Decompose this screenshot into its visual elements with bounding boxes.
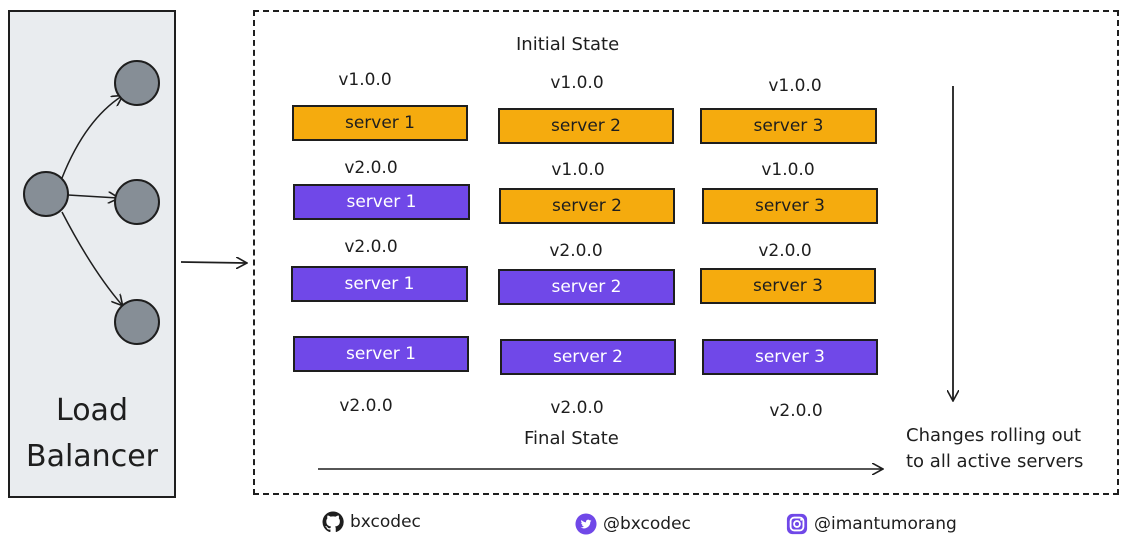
version-label: v1.0.0 bbox=[550, 73, 604, 93]
version-label: v2.0.0 bbox=[344, 158, 398, 178]
server-box: server 3 bbox=[700, 268, 876, 304]
version-label: v2.0.0 bbox=[550, 398, 604, 418]
version-label: v2.0.0 bbox=[549, 241, 603, 261]
twitter-icon bbox=[575, 513, 597, 535]
edge-to-top-node bbox=[61, 96, 122, 179]
rollout-note: Changes rolling out to all active server… bbox=[906, 425, 1084, 472]
target-node-top bbox=[114, 60, 160, 106]
github-handle[interactable]: bxcodec bbox=[322, 511, 421, 533]
version-label: v1.0.0 bbox=[761, 160, 815, 180]
rollout-frame bbox=[253, 10, 1119, 495]
twitter-handle[interactable]: @bxcodec bbox=[575, 513, 691, 535]
server-box: server 2 bbox=[499, 188, 675, 224]
version-label: v2.0.0 bbox=[758, 241, 812, 261]
server-box: server 3 bbox=[702, 188, 878, 224]
server-box: server 2 bbox=[498, 108, 674, 144]
server-box: server 1 bbox=[293, 336, 469, 372]
target-node-bottom bbox=[114, 299, 160, 345]
server-box: server 2 bbox=[500, 339, 676, 375]
initial-state-label: Initial State bbox=[516, 34, 620, 55]
version-label: v1.0.0 bbox=[551, 160, 605, 180]
server-box: server 1 bbox=[293, 184, 470, 220]
load-balancer-label: Load Balancer bbox=[26, 393, 158, 474]
server-box: server 3 bbox=[702, 339, 878, 375]
edge-to-middle-node bbox=[67, 195, 118, 198]
version-label: v1.0.0 bbox=[338, 70, 392, 90]
server-box: server 1 bbox=[292, 105, 468, 141]
server-box: server 3 bbox=[700, 108, 877, 144]
final-state-label: Final State bbox=[524, 428, 619, 449]
edge-to-bottom-node bbox=[61, 211, 122, 305]
server-box: server 1 bbox=[291, 266, 468, 302]
version-label: v2.0.0 bbox=[339, 396, 393, 416]
lb-to-cluster-arrow bbox=[180, 262, 246, 263]
github-icon bbox=[322, 511, 344, 533]
version-label: v1.0.0 bbox=[768, 76, 822, 96]
source-node bbox=[23, 171, 69, 217]
instagram-icon bbox=[786, 513, 808, 535]
server-box: server 2 bbox=[498, 269, 675, 305]
instagram-handle[interactable]: @imantumorang bbox=[786, 513, 957, 535]
version-label: v2.0.0 bbox=[344, 237, 398, 257]
target-node-middle bbox=[114, 179, 160, 225]
version-label: v2.0.0 bbox=[769, 401, 823, 421]
